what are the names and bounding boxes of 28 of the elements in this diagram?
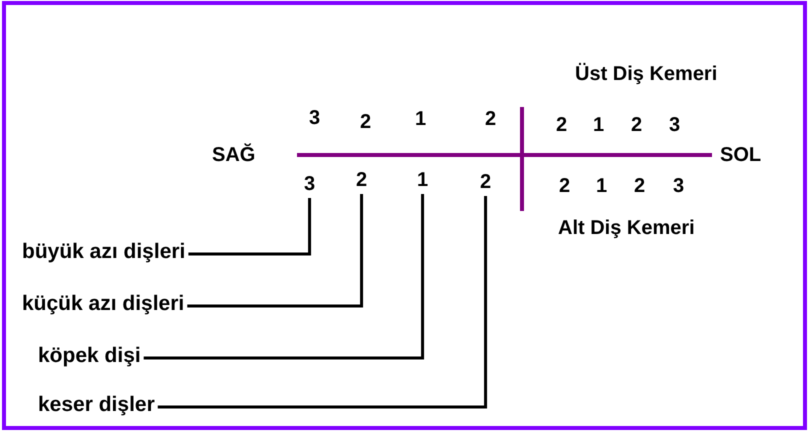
leader-line: [144, 194, 424, 360]
tooth-number: 2: [356, 169, 368, 191]
leader-line: [187, 194, 364, 308]
tooth-number: 2: [634, 175, 646, 197]
tooth-type-label: küçük azı dişleri: [22, 293, 184, 315]
arch-title: Alt Diş Kemeri: [558, 217, 695, 239]
tooth-type-label: büyük azı dişleri: [22, 241, 186, 263]
tooth-number: 2: [559, 175, 570, 197]
tooth-number: 2: [556, 114, 568, 136]
tooth-number: 1: [415, 108, 426, 130]
tooth-number: 2: [480, 171, 492, 193]
leader-line: [188, 198, 312, 256]
side-label: SOL: [720, 144, 762, 166]
tooth-number: 1: [417, 169, 428, 191]
tooth-number: 3: [669, 114, 680, 136]
tooth-number: 3: [673, 175, 684, 197]
tooth-number: 2: [631, 114, 642, 136]
tooth-number: 2: [360, 111, 372, 133]
tooth-number: 3: [304, 173, 316, 195]
leader-line: [158, 196, 488, 408]
arch-title: Üst Diş Kemeri: [575, 63, 718, 85]
tooth-type-label: köpek dişi: [38, 345, 141, 367]
side-label: SAĞ: [212, 144, 256, 166]
tooth-number: 2: [485, 108, 496, 130]
tooth-type-label: keser dişler: [38, 394, 155, 416]
tooth-number: 1: [593, 114, 604, 136]
tooth-number: 3: [309, 107, 320, 129]
tooth-number: 1: [596, 175, 608, 197]
